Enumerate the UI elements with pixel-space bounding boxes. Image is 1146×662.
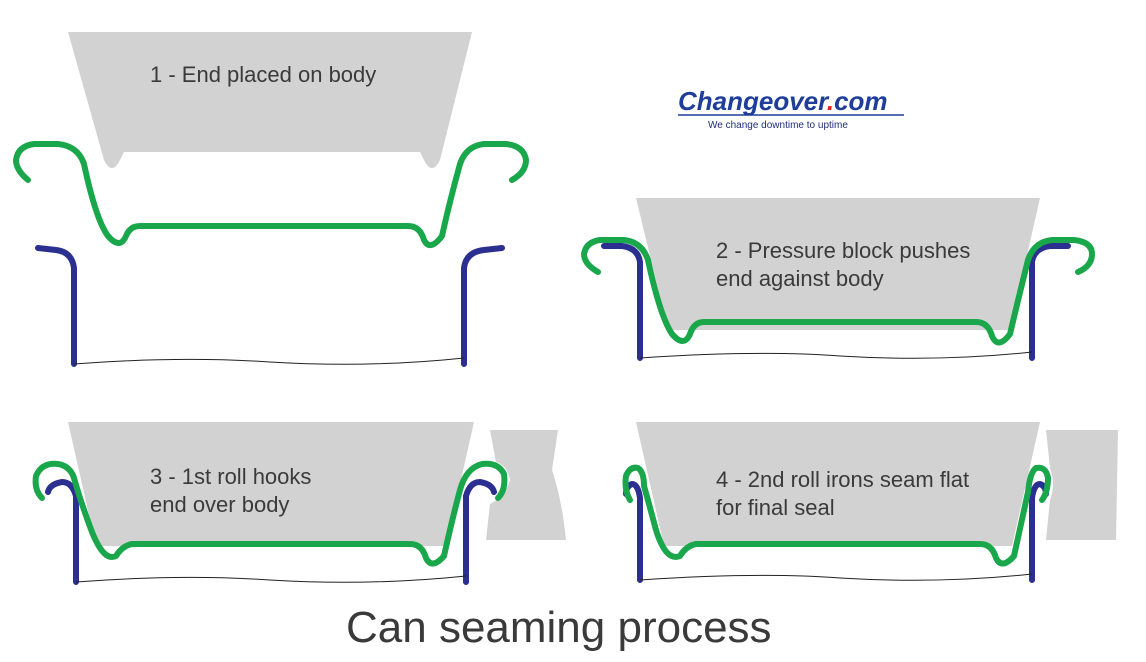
step-3-label-line2: end over body bbox=[150, 492, 289, 517]
logo-tagline: We change downtime to uptime bbox=[708, 120, 848, 131]
logo-brand-main: Changeover bbox=[678, 86, 830, 116]
step-4-pressure-block bbox=[636, 422, 1040, 546]
step-1-label: 1 - End placed on body bbox=[150, 62, 376, 87]
step-4-label-line2: for final seal bbox=[716, 495, 835, 520]
step-3-can-body-left bbox=[45, 479, 79, 585]
step-2-panel: 2 - Pressure block pushes end against bo… bbox=[581, 198, 1095, 361]
step-2-label-line1: 2 - Pressure block pushes bbox=[716, 238, 970, 263]
step-2-can-body-base bbox=[639, 351, 1033, 359]
step-3-pressure-block bbox=[68, 422, 474, 546]
step-2-can-body-left bbox=[601, 243, 643, 361]
step-3-can-end bbox=[32, 460, 508, 567]
logo-brand: Changeover.com bbox=[678, 86, 888, 116]
diagram-title: Can seaming process bbox=[346, 603, 772, 652]
step-3-seaming-roll bbox=[486, 430, 566, 540]
step-3-label-line1: 3 - 1st roll hooks bbox=[150, 464, 311, 489]
step-1-panel: 1 - End placed on body bbox=[13, 32, 529, 367]
logo-brand-dot: . bbox=[827, 86, 834, 116]
step-4-panel: 4 - 2nd roll irons seam flat for final s… bbox=[622, 422, 1118, 583]
step-1-can-body-base bbox=[73, 357, 465, 365]
step-1-pressure-block bbox=[68, 32, 472, 168]
step-3-panel: 3 - 1st roll hooks end over body bbox=[32, 422, 566, 585]
step-4-seaming-roll bbox=[1046, 430, 1118, 540]
step-2-label-line2: end against body bbox=[716, 266, 884, 291]
step-2-can-end bbox=[581, 237, 1095, 346]
step-4-label-line1: 4 - 2nd roll irons seam flat bbox=[716, 467, 969, 492]
logo-brand-tld: com bbox=[834, 86, 887, 116]
step-4-can-end bbox=[622, 464, 1051, 567]
step-3-can-body-base bbox=[75, 575, 467, 583]
changeover-logo: Changeover.com We change downtime to upt… bbox=[678, 86, 904, 131]
step-2-can-body-right bbox=[1029, 243, 1071, 361]
step-1-can-body-right bbox=[461, 245, 505, 367]
step-3-can-body-right bbox=[463, 479, 497, 585]
step-2-pressure-block bbox=[636, 198, 1040, 330]
step-1-can-end bbox=[13, 141, 529, 249]
step-4-can-body-base bbox=[639, 573, 1033, 581]
step-1-can-body-left bbox=[35, 245, 77, 367]
